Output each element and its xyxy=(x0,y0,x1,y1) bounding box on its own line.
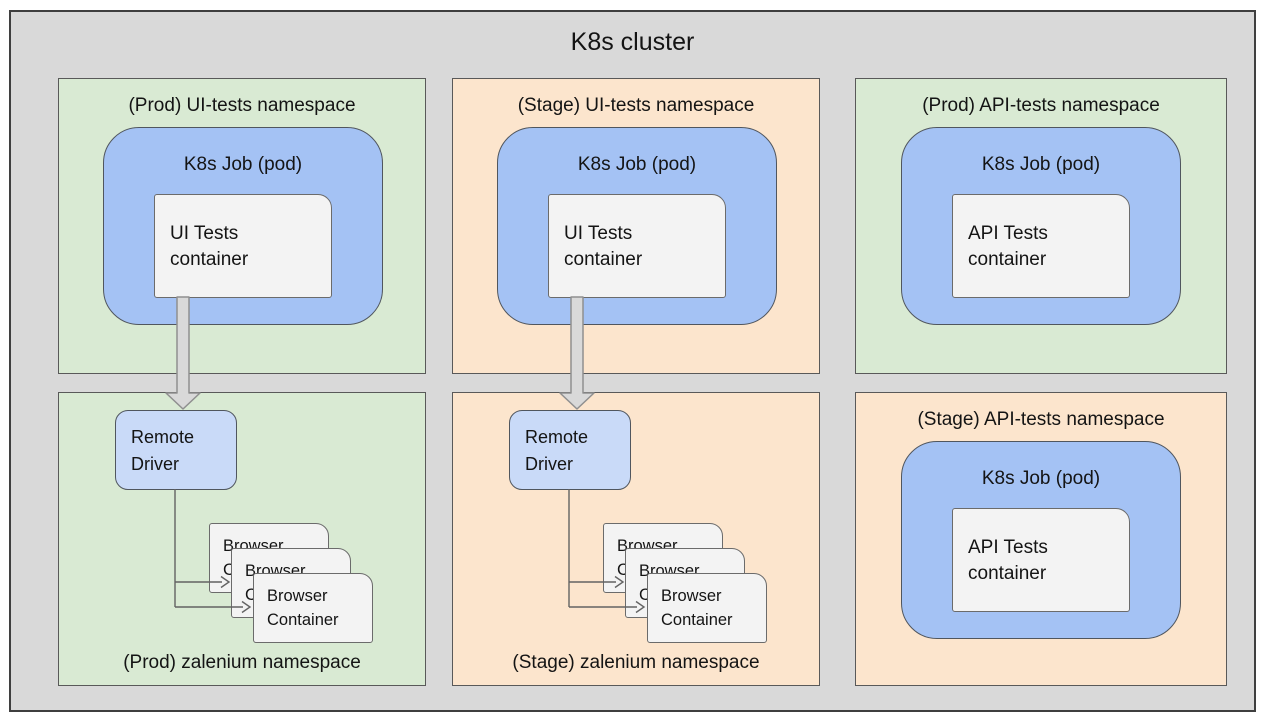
remote-driver-box: Remote Driver xyxy=(509,410,631,490)
namespace-title: (Prod) zalenium namespace xyxy=(123,652,361,673)
namespace-title: (Stage) zalenium namespace xyxy=(512,652,760,673)
ui-tests-container: UI Tests container xyxy=(548,194,726,298)
namespace-title: (Stage) UI-tests namespace xyxy=(517,95,755,116)
cluster-title: K8s cluster xyxy=(570,28,695,56)
k8s-job-pod: K8s Job (pod) UI Tests container xyxy=(103,127,383,325)
k8s-job-pod: K8s Job (pod) API Tests container xyxy=(901,127,1181,325)
pod-label: K8s Job (pod) xyxy=(981,468,1101,489)
namespace-stage-api-tests: (Stage) API-tests namespace K8s Job (pod… xyxy=(855,392,1227,686)
k8s-job-pod: K8s Job (pod) UI Tests container xyxy=(497,127,777,325)
pod-label: K8s Job (pod) xyxy=(183,154,303,175)
namespace-prod-zalenium: Remote Driver Browser Container Browser … xyxy=(58,392,426,686)
api-tests-container: API Tests container xyxy=(952,194,1130,298)
browser-container-label: Browser Container xyxy=(661,587,733,629)
namespace-title: (Prod) UI-tests namespace xyxy=(128,95,356,116)
browser-container-front: Browser Container xyxy=(647,573,767,643)
remote-driver-label: Remote Driver xyxy=(131,427,195,474)
namespace-prod-ui-tests: (Prod) UI-tests namespace K8s Job (pod) … xyxy=(58,78,426,374)
namespace-stage-ui-tests: (Stage) UI-tests namespace K8s Job (pod)… xyxy=(452,78,820,374)
k8s-job-pod: K8s Job (pod) API Tests container xyxy=(901,441,1181,639)
container-label: UI Tests container xyxy=(170,223,249,270)
namespace-title: (Prod) API-tests namespace xyxy=(922,95,1160,116)
namespace-title: (Stage) API-tests namespace xyxy=(917,409,1165,430)
remote-driver-label: Remote Driver xyxy=(525,427,589,474)
container-label: API Tests container xyxy=(968,537,1048,584)
pod-label: K8s Job (pod) xyxy=(981,154,1101,175)
pod-label: K8s Job (pod) xyxy=(577,154,697,175)
browser-container-front: Browser Container xyxy=(253,573,373,643)
namespace-prod-api-tests: (Prod) API-tests namespace K8s Job (pod)… xyxy=(855,78,1227,374)
namespace-stage-zalenium: Remote Driver Browser Container Browser … xyxy=(452,392,820,686)
container-label: API Tests container xyxy=(968,223,1048,270)
api-tests-container: API Tests container xyxy=(952,508,1130,612)
browser-container-label: Browser Container xyxy=(267,587,339,629)
ui-tests-container: UI Tests container xyxy=(154,194,332,298)
remote-driver-box: Remote Driver xyxy=(115,410,237,490)
container-label: UI Tests container xyxy=(564,223,643,270)
